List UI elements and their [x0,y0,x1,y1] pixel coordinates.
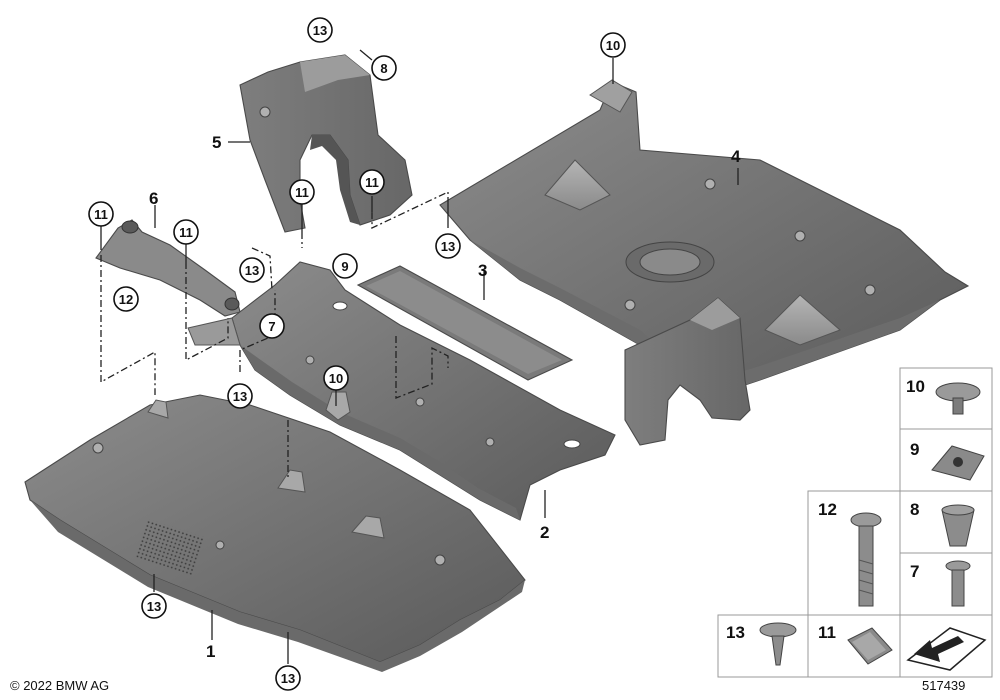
svg-text:12: 12 [119,292,133,307]
diagram-number: 517439 [922,678,966,693]
legend-label-11: 11 [818,623,836,642]
callout-8: 8 [371,55,397,81]
underbody-panel-centre [187,261,616,521]
callout-13-b: 13 [435,233,461,259]
callout-9: 9 [332,253,358,279]
label-part-1: 1 [206,642,215,661]
callout-13-f: 13 [275,665,301,691]
svg-text:13: 13 [441,239,455,254]
push-rivet-icon [935,382,981,415]
label-part-3: 3 [478,261,487,280]
clip-nut-icon [931,445,985,481]
callout-13-d: 13 [227,383,253,409]
spring-clip-icon [847,627,893,665]
svg-text:7: 7 [268,319,275,334]
cover-plate [356,265,574,381]
flange-bolt-icon [850,512,882,607]
expansion-nut-icon [941,504,975,547]
callout-13-c: 13 [239,257,265,283]
hex-screw-icon [945,560,971,607]
assembly-lines [100,190,449,480]
callout-11-a: 11 [289,179,315,205]
callout-11-d: 11 [173,219,199,245]
svg-text:9: 9 [341,259,348,274]
label-part-2: 2 [540,523,549,542]
underbody-panel-rear [439,79,970,401]
label-part-5: 5 [212,133,221,152]
wheel-arch-shield-upper [239,54,413,233]
legend-label-10: 10 [906,377,925,396]
leader-lines [100,49,739,664]
label-part-6: 6 [149,189,158,208]
collar-screw-icon [759,622,797,666]
underbody-panel-front [24,394,526,672]
callout-7: 7 [259,313,285,339]
callout-13-e: 13 [141,593,167,619]
svg-text:10: 10 [329,371,343,386]
direction-arrow-icon [906,627,987,671]
callout-12: 12 [113,286,139,312]
callout-10-a: 10 [600,32,626,58]
legend-label-8: 8 [910,500,919,519]
svg-text:11: 11 [295,185,309,200]
legend-label-13: 13 [726,623,745,642]
svg-text:8: 8 [380,61,387,76]
legend-label-12: 12 [818,500,837,519]
svg-text:11: 11 [179,225,193,240]
wheel-arch-shield-right [624,297,751,446]
svg-text:13: 13 [245,263,259,278]
legend-label-7: 7 [910,562,919,581]
label-part-4: 4 [731,147,741,166]
fastener-legend [717,367,993,678]
svg-text:11: 11 [94,207,108,222]
copyright-text: © 2022 BMW AG [10,678,110,693]
callout-11-b: 11 [359,169,385,195]
callout-10-b: 10 [323,365,349,391]
callout-13-a: 13 [307,17,333,43]
svg-text:13: 13 [281,671,295,686]
svg-text:13: 13 [313,23,327,38]
callout-11-c: 11 [88,201,114,227]
svg-text:13: 13 [233,389,247,404]
legend-label-9: 9 [910,440,919,459]
support-bracket [95,219,241,317]
svg-text:13: 13 [147,599,161,614]
svg-text:11: 11 [365,175,379,190]
svg-text:10: 10 [606,38,620,53]
